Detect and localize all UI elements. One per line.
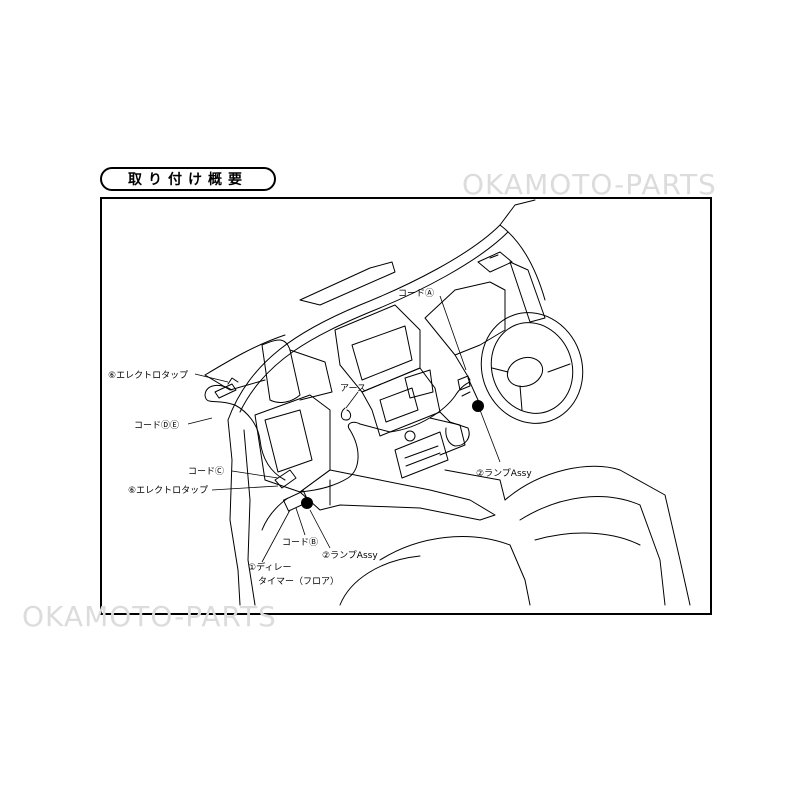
lamp-left-dot [301,497,313,509]
elektrotap-top [214,383,237,399]
elektrotap-mid [274,469,297,489]
label-elektrotap-mid: ⑥エレクトロタップ [128,485,208,496]
diagram-frame [100,197,712,615]
label-relay-line1: ①ディレー [248,561,291,573]
label-lamp-left: ②ランプAssy [322,550,378,561]
section-title: 取り付け概要 [100,167,276,191]
lamp-right-dot [472,400,484,412]
label-cord-c: コードⒸ [188,466,224,477]
right-seat [504,465,691,606]
label-cord-a: コードⒶ [398,288,434,299]
wire-harness [299,381,471,493]
watermark: OKAMOTO-PARTS [462,168,717,201]
label-earth: アース [340,384,366,394]
label-lamp-right: ②ランプAssy [476,468,532,479]
label-relay-line2: タイマー（フロア） [258,576,339,587]
steering-wheel [480,312,584,424]
label-cord-b: コードⒷ [282,537,318,548]
watermark: OKAMOTO-PARTS [22,600,277,633]
relay-timer [282,490,310,512]
dashboard-outline [227,199,536,421]
label-elektrotap-top: ⑥エレクトロタップ [108,370,188,381]
label-cord-de: コードⒹⒺ [134,420,179,431]
left-seat [379,536,531,606]
